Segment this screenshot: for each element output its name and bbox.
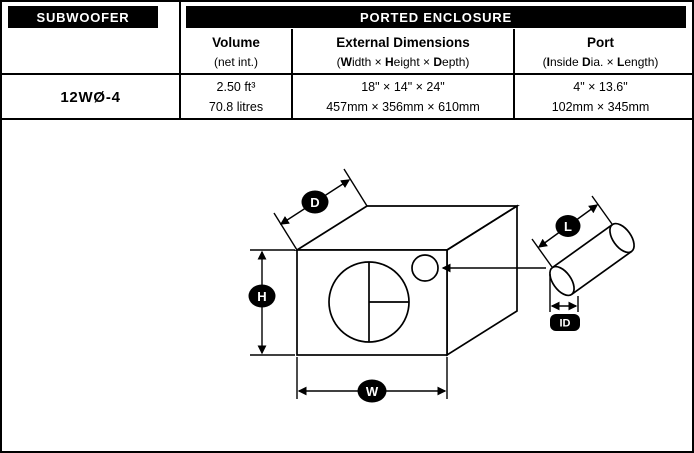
length-label-text: L xyxy=(564,219,572,234)
external-metric: 457mm × 356mm × 610mm xyxy=(326,100,480,114)
external-dimensions-title: External Dimensions xyxy=(336,35,470,50)
port-tube-lower-edge xyxy=(571,250,633,296)
volume-metric: 70.8 litres xyxy=(208,100,264,114)
subwoofer-header-bar: SUBWOOFER xyxy=(8,6,158,28)
volume-title: Volume xyxy=(212,35,260,50)
port-column-header: Port (Inside Dia. × Length) xyxy=(515,32,686,72)
volume-column-header: Volume (net int.) xyxy=(180,32,292,72)
table-divider-vertical-1 xyxy=(179,2,181,120)
height-label: H xyxy=(248,284,276,308)
external-dimensions-value-cell: 18" × 14" × 24" 457mm × 356mm × 610mm xyxy=(293,77,513,117)
port-title: Port xyxy=(587,35,614,50)
depth-label: D xyxy=(301,190,329,214)
depth-extension-back xyxy=(343,168,368,207)
depth-label-text: D xyxy=(310,195,319,210)
box-right-face xyxy=(446,204,518,357)
length-extension-front xyxy=(531,238,553,268)
port-tube-front-opening xyxy=(549,265,575,297)
box-top-face xyxy=(294,205,520,251)
length-label: L xyxy=(555,215,581,237)
width-label-text: W xyxy=(366,384,379,399)
enclosure-box xyxy=(294,204,520,357)
inside-diameter-label: ID xyxy=(550,314,580,331)
height-label-text: H xyxy=(257,289,266,304)
table-divider-horizontal-2 xyxy=(2,118,692,120)
port-hole-circle xyxy=(411,254,439,282)
box-front-face xyxy=(296,249,448,356)
port-imperial: 4" × 13.6" xyxy=(573,80,628,94)
inside-diameter-dimension xyxy=(549,274,579,312)
port-metric: 102mm × 345mm xyxy=(551,100,650,114)
volume-imperial: 2.50 ft³ xyxy=(216,80,256,94)
external-imperial: 18" × 14" × 24" xyxy=(361,80,445,94)
external-dimensions-column-header: External Dimensions (Width × Height × De… xyxy=(293,32,513,72)
volume-value-cell: 2.50 ft³ 70.8 litres xyxy=(180,77,292,117)
depth-extension-front xyxy=(273,212,298,251)
inside-diameter-label-text: ID xyxy=(560,318,571,330)
port-tube-back-end xyxy=(609,222,635,254)
port-subtitle: (Inside Dia. × Length) xyxy=(542,55,659,69)
width-label-badge xyxy=(357,379,387,403)
depth-label-badge xyxy=(301,190,329,214)
table-divider-horizontal-1 xyxy=(2,73,692,75)
width-label: W xyxy=(357,379,387,403)
port-value-cell: 4" × 13.6" 102mm × 345mm xyxy=(515,77,686,117)
inside-diameter-label-badge xyxy=(550,314,580,331)
volume-subtitle: (net int.) xyxy=(213,55,258,69)
length-label-badge xyxy=(555,215,581,237)
external-dimensions-subtitle: (Width × Height × Depth) xyxy=(336,55,470,69)
length-extension-back xyxy=(591,195,613,225)
model-name: 12WØ-4 xyxy=(60,88,121,106)
enclosure-diagram: H W D L xyxy=(248,168,635,403)
height-label-badge xyxy=(248,284,276,308)
ported-enclosure-header-bar: PORTED ENCLOSURE xyxy=(186,6,686,28)
